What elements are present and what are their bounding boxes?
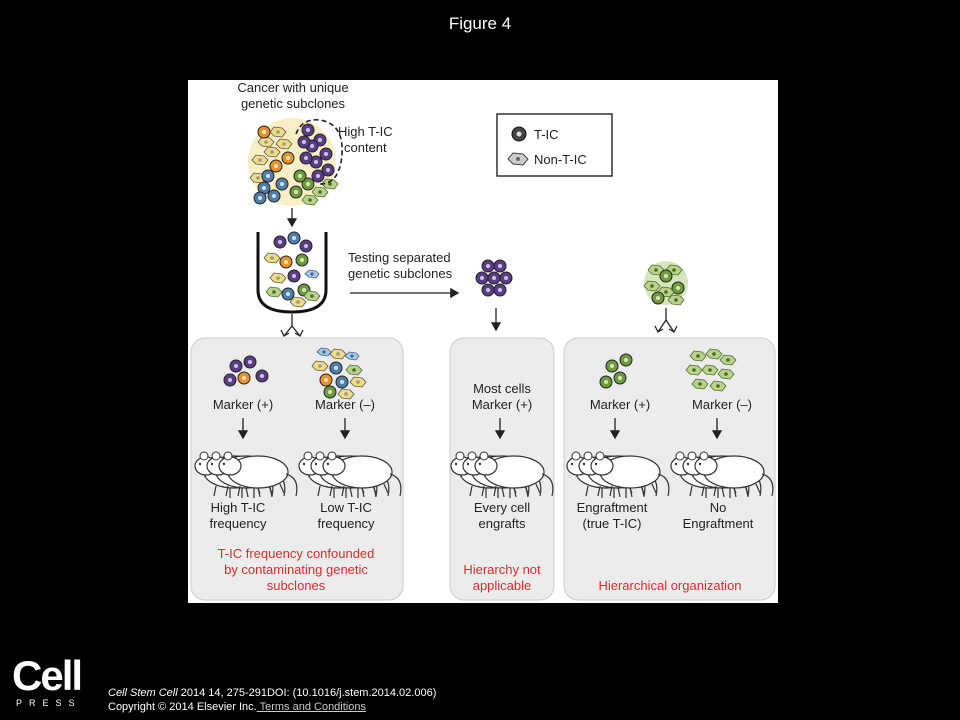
citation-line: Cell Stem Cell 2014 14, 275-291DOI: (10.… — [108, 686, 436, 700]
panel1-marker-pos: Marker (+) — [213, 397, 273, 412]
legend-box: T-IC Non-T-IC — [496, 113, 613, 177]
top-label-line2: genetic subclones — [241, 96, 346, 111]
separation-tube — [256, 231, 328, 314]
panel3-result-neg-1: No — [710, 500, 727, 515]
journal-name: Cell Stem Cell — [108, 687, 178, 699]
panel1-marker-neg: Marker (–) — [315, 397, 375, 412]
copyright-line: Copyright © 2014 Elsevier Inc. Terms and… — [108, 700, 436, 714]
panel1-conclusion-3: subclones — [267, 578, 326, 593]
logo-text: Cell — [12, 652, 83, 699]
terms-link[interactable]: Terms and Conditions — [256, 701, 366, 713]
top-label-line1: Cancer with unique — [237, 80, 348, 95]
panel3-result-pos-1: Engraftment — [577, 500, 648, 515]
panel3-result-neg-2: Engraftment — [683, 516, 754, 531]
panel1-conclusion-1: T-IC frequency confounded — [218, 546, 375, 561]
testing-label-line2: genetic subclones — [348, 266, 453, 281]
schematic-diagram: Cancer with unique genetic subclones Hig… — [190, 80, 776, 601]
panel3-marker-pos: Marker (+) — [590, 397, 650, 412]
panel-1-background — [190, 337, 404, 601]
arrow-split-panel1 — [283, 314, 301, 337]
high-tic-label-line2: content — [344, 140, 387, 155]
figure-title: Figure 4 — [448, 14, 512, 33]
testing-label-line1: Testing separated — [348, 250, 451, 265]
panel1-result-neg-1: Low T-IC — [320, 500, 372, 515]
panel2-label-1: Most cells — [473, 381, 531, 396]
high-tic-label-line1: High T-IC — [338, 124, 393, 139]
panel3-marker-neg: Marker (–) — [692, 397, 752, 412]
panel1-result-pos-2: frequency — [209, 516, 267, 531]
panel2-conclusion-1: Hierarchy not — [463, 562, 541, 577]
panel2-label-2: Marker (+) — [472, 397, 532, 412]
panel3-conclusion: Hierarchical organization — [598, 578, 741, 593]
panel3-result-pos-2: (true T-IC) — [583, 516, 642, 531]
footer-citation: Cell Stem Cell 2014 14, 275-291DOI: (10.… — [108, 686, 436, 714]
citation-text: 2014 14, 275-291DOI: (10.1016/j.stem.201… — [177, 687, 437, 699]
legend-non-tic: Non-T-IC — [534, 152, 587, 167]
panel1-result-pos-1: High T-IC — [211, 500, 266, 515]
panel2-result-1: Every cell — [474, 500, 530, 515]
copyright-text: Copyright © 2014 Elsevier Inc. — [108, 701, 257, 713]
tumor-cluster — [248, 118, 343, 206]
panel1-result-neg-2: frequency — [317, 516, 375, 531]
panel1-conclusion-2: by contaminating genetic — [224, 562, 368, 577]
legend-tic: T-IC — [534, 127, 559, 142]
logo-subtext: PRESS — [16, 698, 82, 708]
panel2-result-2: engrafts — [479, 516, 526, 531]
green-subclone — [643, 261, 688, 306]
figure-panel: Cancer with unique genetic subclones Hig… — [188, 80, 778, 603]
purple-subclone — [475, 259, 513, 297]
panel2-conclusion-2: applicable — [473, 578, 532, 593]
panel-3-background — [563, 337, 776, 601]
cell-press-logo: Cell PRESS — [12, 652, 83, 709]
arrow-split-panel3 — [657, 308, 675, 333]
